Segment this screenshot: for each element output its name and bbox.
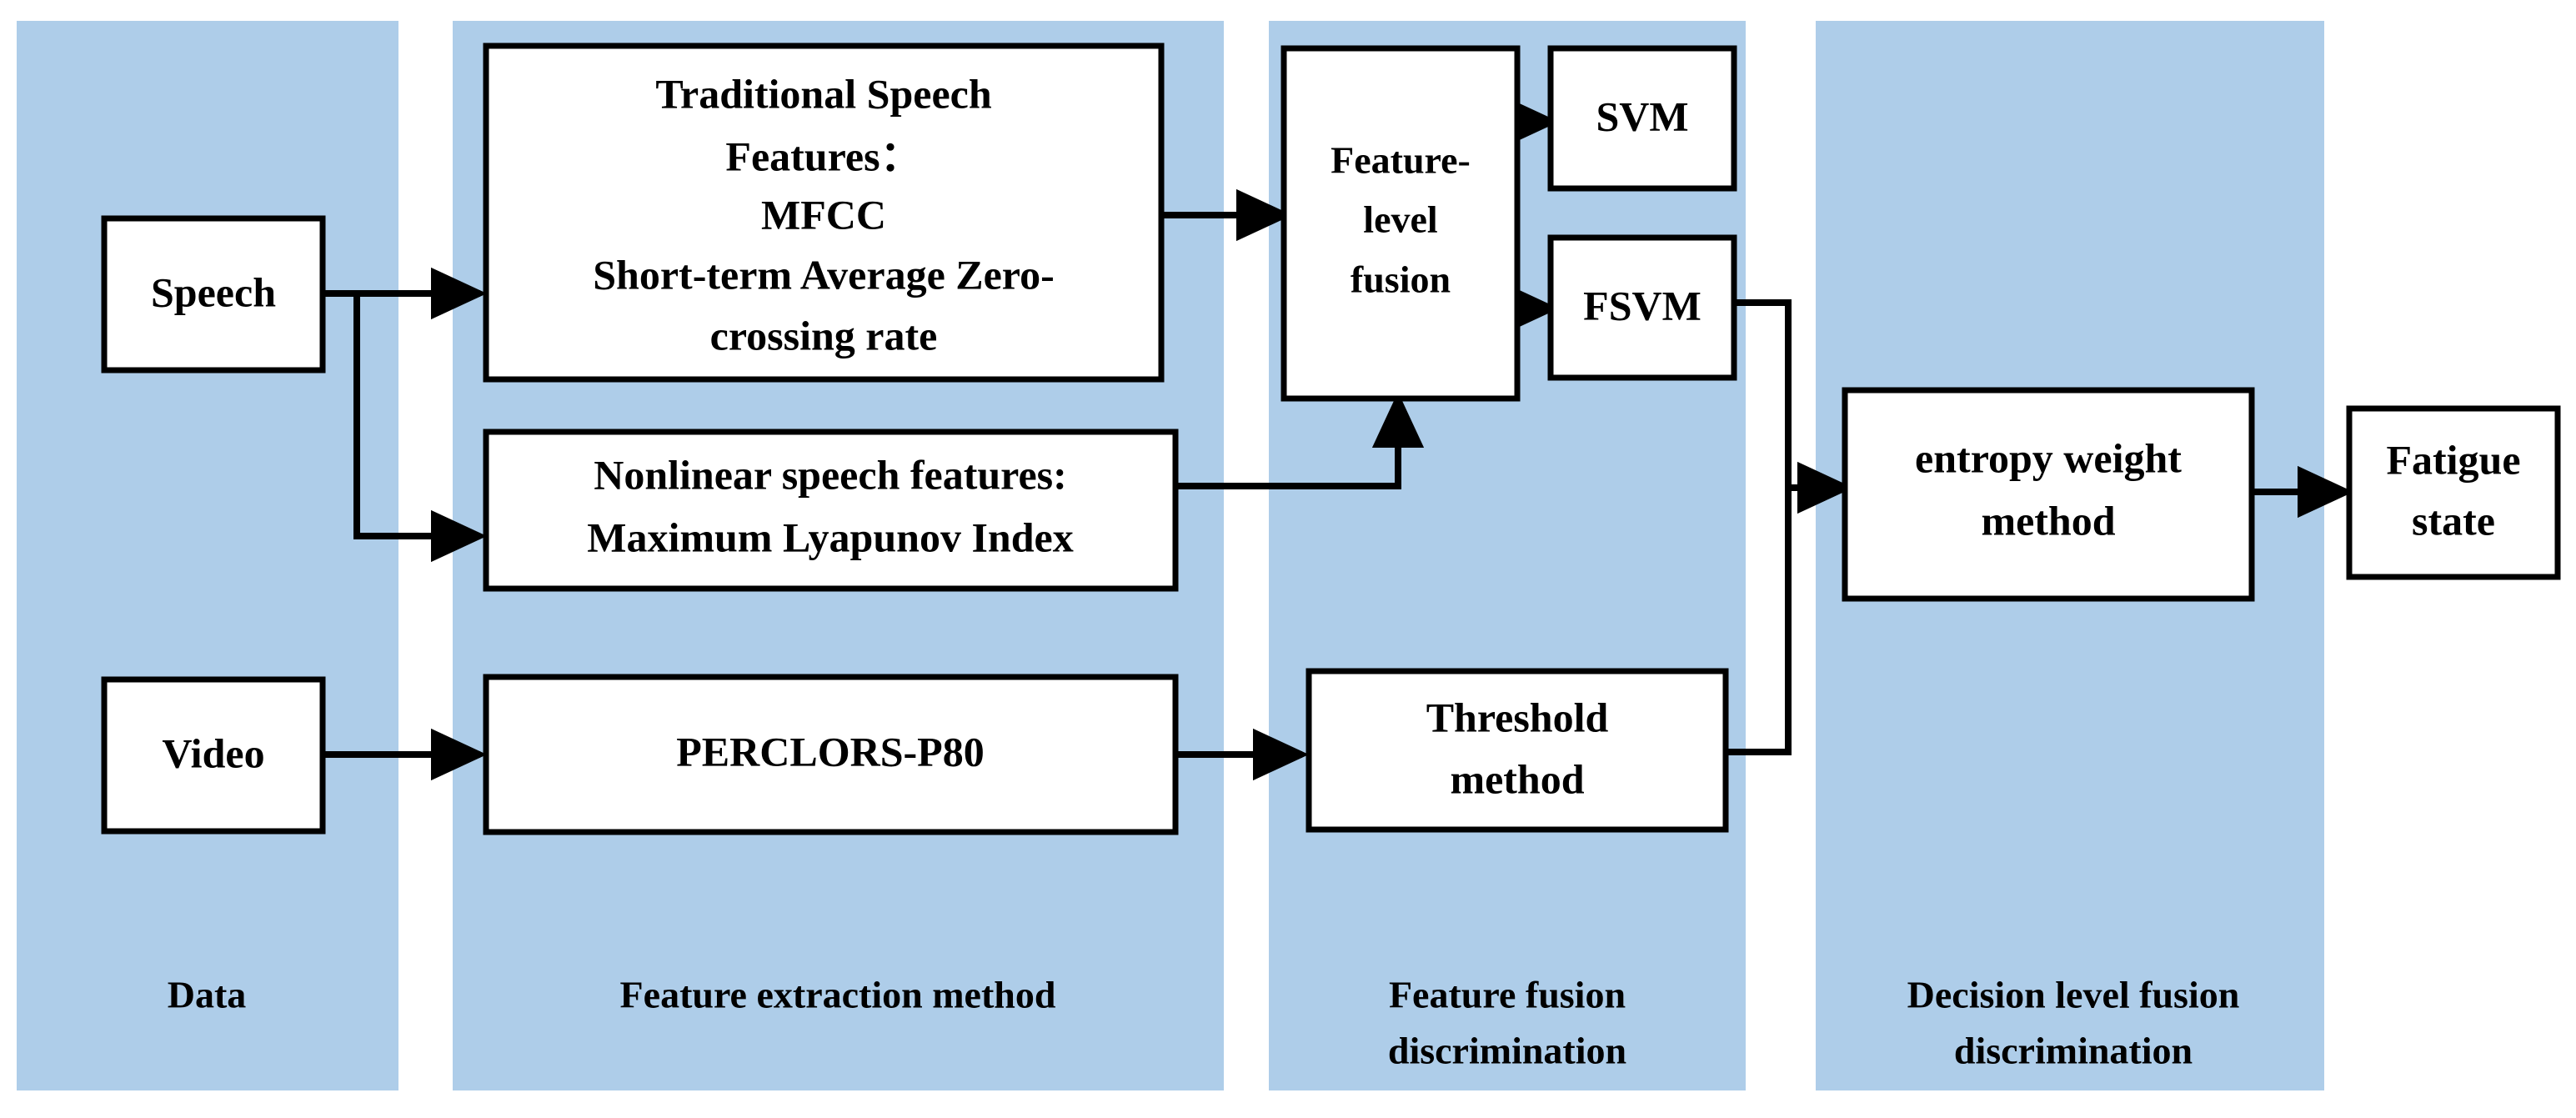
node-svm-label: SVM <box>1596 93 1688 139</box>
node-traditional-features-line4: Short-term Average Zero- <box>593 251 1055 298</box>
band-data <box>17 21 398 1090</box>
node-nonlinear-features-line1: Nonlinear speech features: <box>594 451 1067 498</box>
node-traditional-features-line2: Features： <box>725 133 921 179</box>
node-svm[interactable]: SVM <box>1547 45 1737 192</box>
node-feature-level-fusion-line2: level <box>1363 198 1437 241</box>
node-nonlinear-features-line2: Maximum Lyapunov Index <box>587 514 1073 560</box>
node-threshold-method[interactable]: Threshold method <box>1306 668 1729 833</box>
band-label-decision-fusion-line2: discrimination <box>1954 1030 2193 1072</box>
node-speech[interactable]: Speech <box>101 215 326 374</box>
node-feature-level-fusion[interactable]: Feature- level fusion <box>1280 45 1521 402</box>
node-fatigue-state[interactable]: Fatigue state <box>2346 405 2561 580</box>
node-fsvm[interactable]: FSVM <box>1547 234 1737 381</box>
node-traditional-features-line5: crossing rate <box>710 312 938 358</box>
node-traditional-features-line3: MFCC <box>761 191 886 238</box>
node-video-label: Video <box>162 729 264 776</box>
node-feature-level-fusion-line1: Feature- <box>1331 139 1471 182</box>
band-label-decision-fusion-line1: Decision level fusion <box>1907 974 2240 1016</box>
node-feature-level-fusion-line3: fusion <box>1351 258 1451 301</box>
node-nonlinear-features[interactable]: Nonlinear speech features: Maximum Lyapu… <box>483 429 1179 592</box>
band-label-feature-fusion-line1: Feature fusion <box>1389 974 1626 1016</box>
band-label-data: Data <box>168 974 247 1016</box>
node-threshold-method-line1: Threshold <box>1426 694 1609 740</box>
node-entropy-weight-method-line1: entropy weight <box>1915 434 2182 481</box>
band-label-feature-fusion-line2: discrimination <box>1388 1030 1626 1072</box>
node-traditional-features-line1: Traditional Speech <box>655 70 991 117</box>
node-threshold-method-line2: method <box>1450 755 1584 802</box>
node-fatigue-state-line2: state <box>2412 497 2495 544</box>
edge-speech-to-nonlinear <box>353 293 487 563</box>
node-perclors-label: PERCLORS-P80 <box>676 728 984 775</box>
node-traditional-features[interactable]: Traditional Speech Features： MFCC Short-… <box>483 43 1165 383</box>
edge-fsvm-to-entropy <box>1735 299 1853 514</box>
node-video[interactable]: Video <box>101 676 326 835</box>
node-fsvm-label: FSVM <box>1583 282 1701 328</box>
edge-nonlinear-to-fusion <box>1175 392 1425 489</box>
node-perclors[interactable]: PERCLORS-P80 <box>483 674 1179 835</box>
node-fatigue-state-line1: Fatigue <box>2386 436 2520 483</box>
node-entropy-weight-method-line2: method <box>1981 497 2115 544</box>
edge-threshold-to-entropy <box>1726 488 1792 755</box>
node-entropy-weight-method[interactable]: entropy weight method <box>1842 387 2255 602</box>
band-label-feature-extraction: Feature extraction method <box>620 974 1056 1016</box>
node-speech-label: Speech <box>151 268 276 315</box>
